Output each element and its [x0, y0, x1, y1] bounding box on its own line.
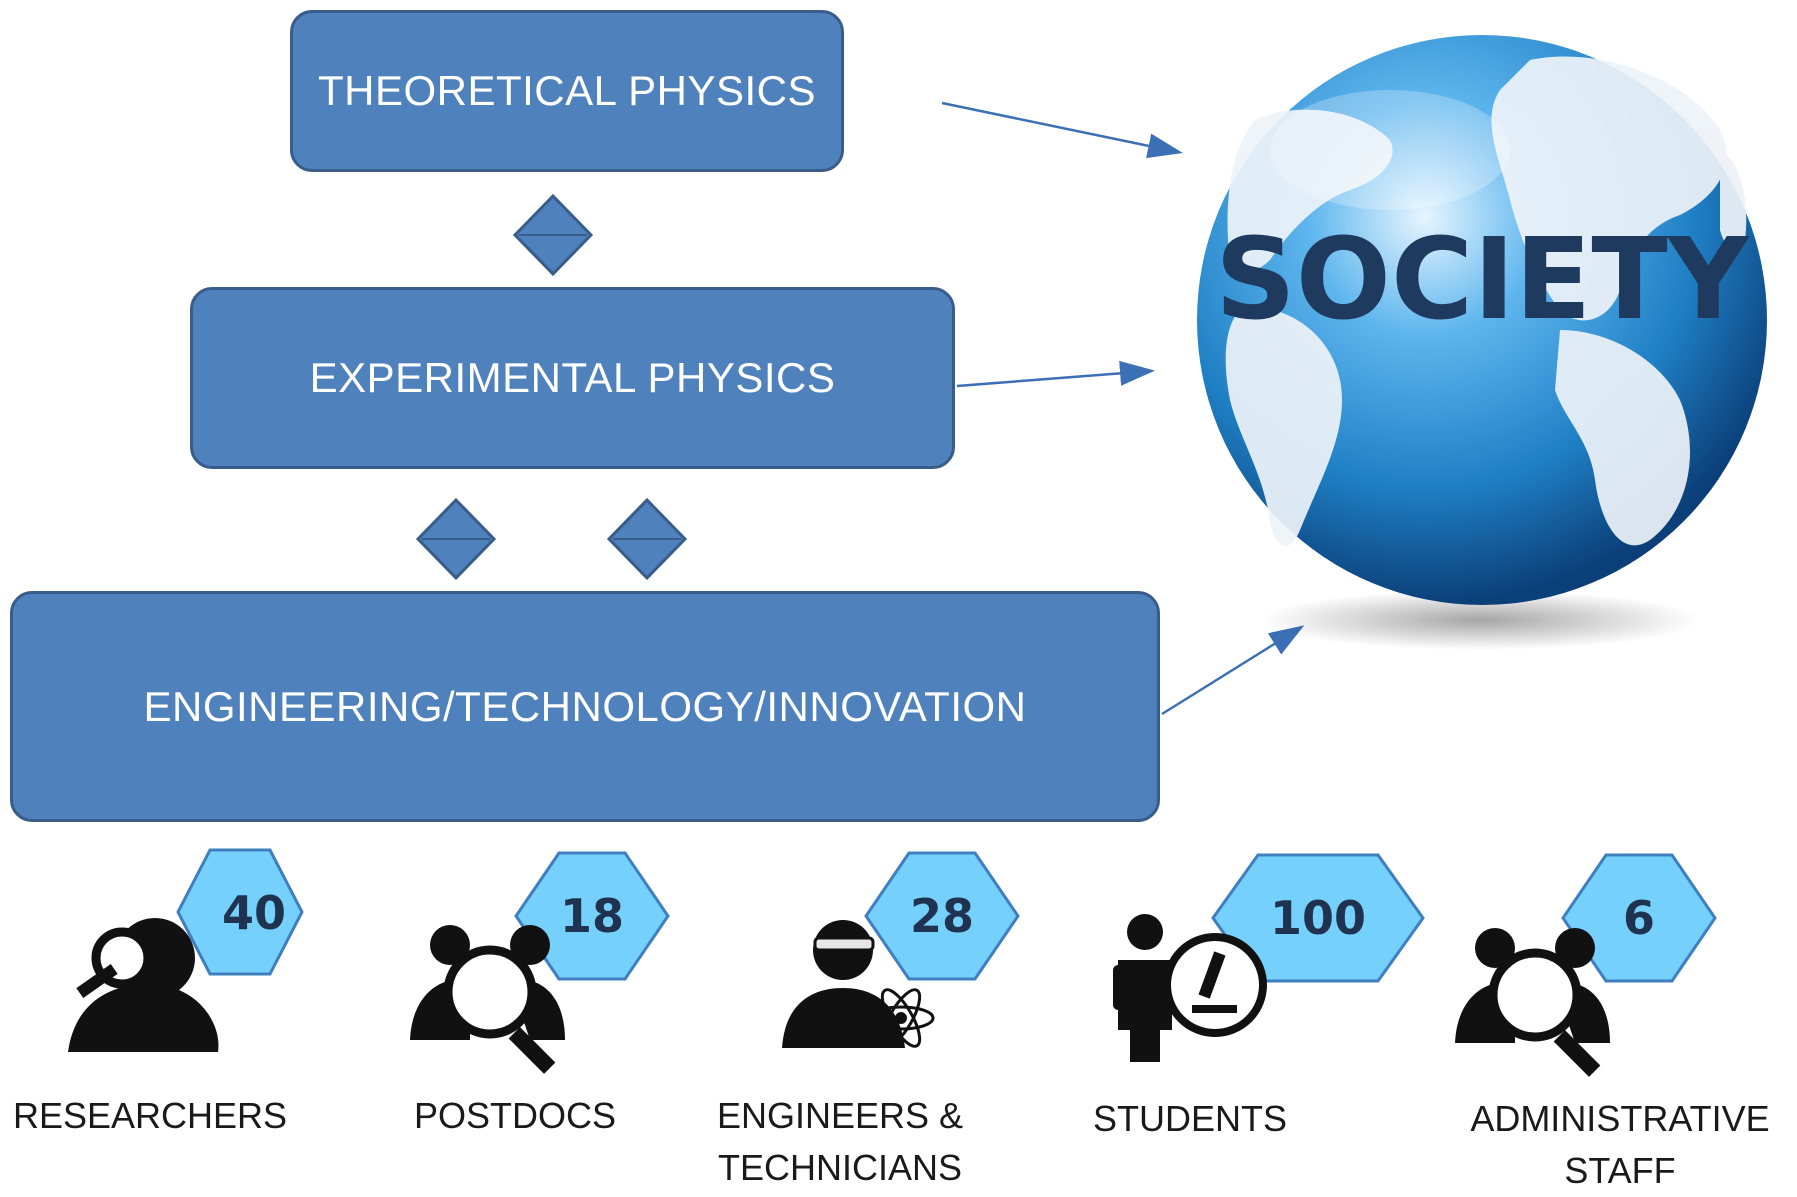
box-label: EXPERIMENTAL PHYSICS	[309, 354, 836, 401]
box-label: ENGINEERING/TECHNOLOGY/INNOVATION	[143, 682, 1027, 730]
hex-count: 28	[910, 889, 974, 943]
student-microscope-icon	[1113, 914, 1267, 1062]
box-label: THEORETICAL PHYSICS	[317, 67, 817, 114]
hex-count: 6	[1623, 891, 1655, 945]
diamond-connector-left	[415, 497, 497, 581]
arrow-engineering-to-society	[1161, 625, 1305, 716]
researcher-magnifier-icon	[68, 918, 219, 1052]
hex-badge-students: 100	[1211, 853, 1425, 983]
arrow-theory-to-society	[941, 101, 1183, 159]
category-label-students: STUDENTS	[1092, 1098, 1287, 1139]
category-label-researchers: RESEARCHERS	[12, 1095, 288, 1136]
experimental-physics-box: EXPERIMENTAL PHYSICS	[190, 287, 955, 469]
theoretical-physics-box: THEORETICAL PHYSICS	[290, 10, 844, 172]
category-label-postdocs: POSTDOCS	[413, 1095, 617, 1136]
continents	[1225, 56, 1747, 547]
category-label-engineers: ENGINEERS & TECHNICIANS	[716, 1095, 964, 1188]
hex-badge-administrative: 6	[1561, 853, 1717, 983]
group-search-icon	[1455, 928, 1610, 1077]
hex-badge-engineers: 28	[864, 851, 1020, 981]
diamond-connector-top	[512, 193, 594, 277]
engineer-atom-icon	[782, 920, 935, 1048]
hex-count: 100	[1270, 891, 1366, 945]
society-label: SOCIETY	[1215, 215, 1751, 345]
diamond-connector-right	[606, 497, 688, 581]
group-search-icon	[410, 925, 565, 1074]
engineering-technology-innovation-box: ENGINEERING/TECHNOLOGY/INNOVATION	[10, 591, 1160, 822]
hex-count: 18	[560, 889, 624, 943]
society-globe: SOCIETY	[1197, 35, 1767, 650]
hex-count: 40	[222, 886, 286, 940]
arrow-experimental-to-society	[956, 360, 1155, 388]
hex-badge-postdocs: 18	[514, 851, 670, 981]
hex-badge-researchers: 40	[176, 848, 304, 976]
category-label-administrative: ADMINISTRATIVE STAFF	[1470, 1098, 1770, 1191]
